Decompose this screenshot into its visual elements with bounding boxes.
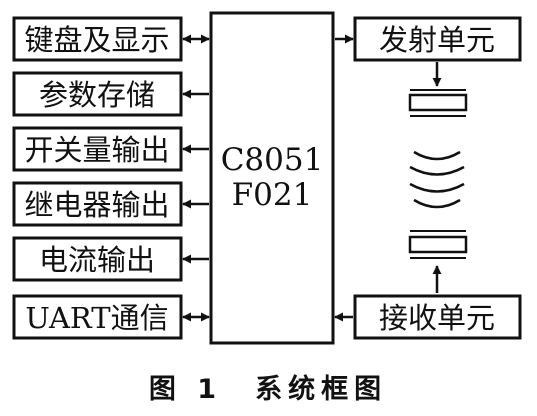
switch-output-block bbox=[12, 126, 183, 172]
relay-output-block bbox=[12, 181, 183, 227]
wave-arc-3 bbox=[409, 182, 465, 193]
wave-arc-2 bbox=[409, 165, 465, 176]
relay-output-label: 继电器输出 bbox=[24, 188, 169, 222]
mcu-label-line2: F021 bbox=[232, 177, 313, 213]
parameter-storage-label: 参数存储 bbox=[39, 78, 155, 112]
current-output-label: 电流输出 bbox=[39, 243, 155, 277]
keyboard-display-label: 键盘及显示 bbox=[24, 23, 169, 57]
wave-arc-1 bbox=[413, 150, 461, 161]
current-output-block bbox=[12, 236, 183, 282]
keyboard-display-block bbox=[12, 16, 183, 62]
receive-unit-label: 接收单元 bbox=[379, 301, 495, 335]
mcu-block bbox=[209, 11, 335, 345]
switch-output-label: 开关量输出 bbox=[24, 133, 169, 167]
mcu-label-line1: C8051 bbox=[221, 142, 324, 178]
receive-unit-block bbox=[353, 294, 522, 340]
uart-comm-label: UART通信 bbox=[25, 301, 168, 335]
receive-transducer-plate bbox=[408, 235, 468, 254]
uart-comm-block bbox=[12, 294, 183, 340]
transmit-transducer-plate bbox=[408, 93, 468, 112]
transmit-unit-label: 发射单元 bbox=[379, 23, 495, 57]
transmit-unit-block bbox=[353, 16, 522, 62]
wave-arc-4 bbox=[413, 198, 461, 209]
parameter-storage-block bbox=[12, 71, 183, 117]
figure-caption: 图 1 系统框图 bbox=[149, 373, 387, 405]
